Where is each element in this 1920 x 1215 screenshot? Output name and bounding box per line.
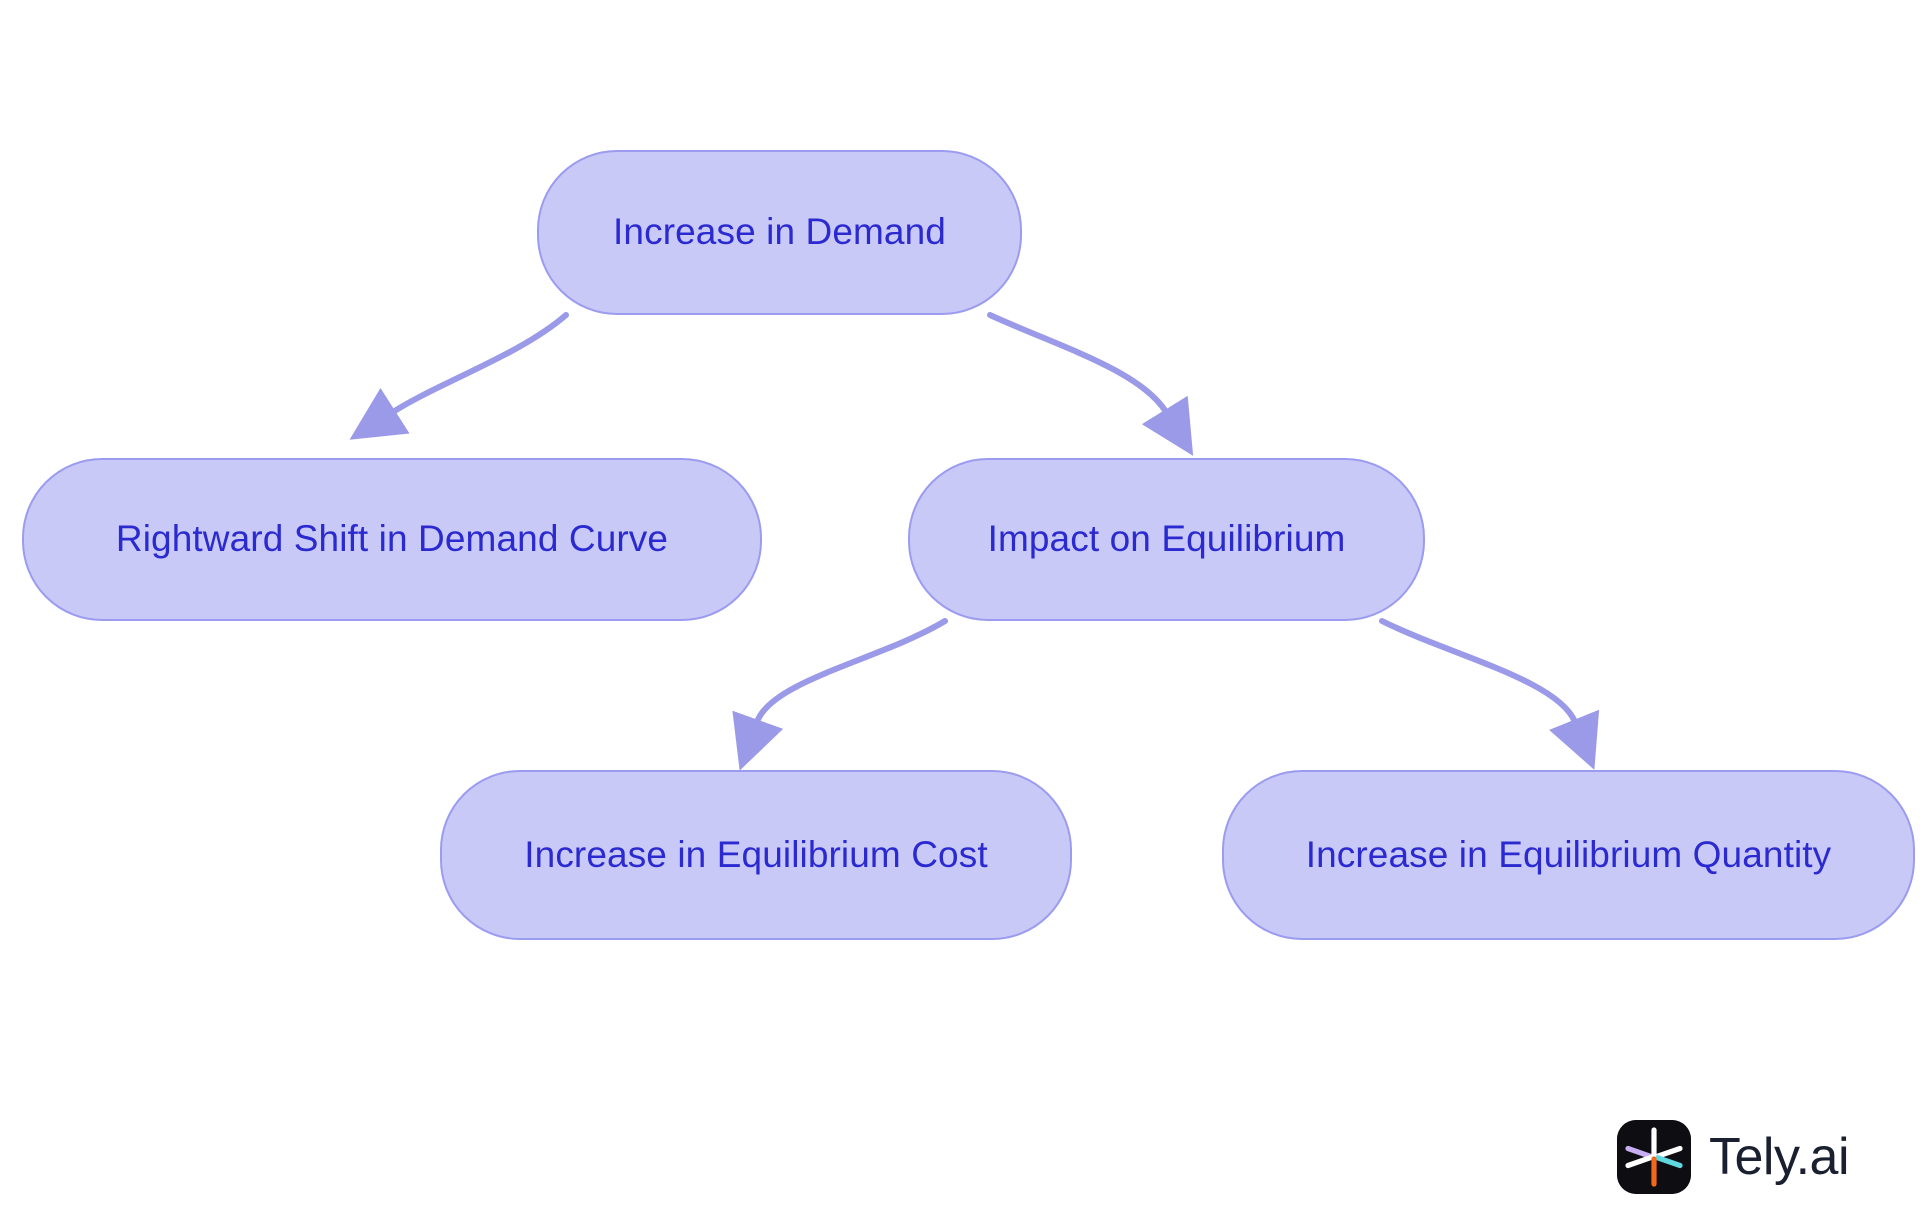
edge-equilibrium-to-cost — [732, 618, 948, 771]
flow-node-rightward-shift-in-demand-curve[interactable]: Rightward Shift in Demand Curve — [22, 458, 762, 621]
flow-node-increase-in-equilibrium-quantity[interactable]: Increase in Equilibrium Quantity — [1222, 770, 1915, 940]
tely-logo-icon — [1617, 1120, 1691, 1194]
flow-node-label: Impact on Equilibrium — [987, 518, 1346, 560]
flow-node-impact-on-equilibrium[interactable]: Impact on Equilibrium — [908, 458, 1425, 621]
edge-equilibrium-to-quantity — [1379, 618, 1600, 770]
flow-node-label: Increase in Equilibrium Quantity — [1305, 833, 1832, 875]
flow-node-increase-in-demand[interactable]: Increase in Demand — [537, 150, 1022, 315]
flow-node-label: Increase in Demand — [613, 211, 946, 253]
edge-root-to-equilibrium — [987, 312, 1194, 456]
brand-wordmark: Tely.ai — [1709, 1128, 1850, 1186]
edge-root-to-rightward — [349, 312, 569, 440]
brand-lockup: Tely.ai — [1617, 1120, 1850, 1194]
flow-node-label: Rightward Shift in Demand Curve — [115, 518, 669, 560]
flow-node-increase-in-equilibrium-cost[interactable]: Increase in Equilibrium Cost — [440, 770, 1072, 940]
flow-node-label: Increase in Equilibrium Cost — [524, 833, 988, 875]
